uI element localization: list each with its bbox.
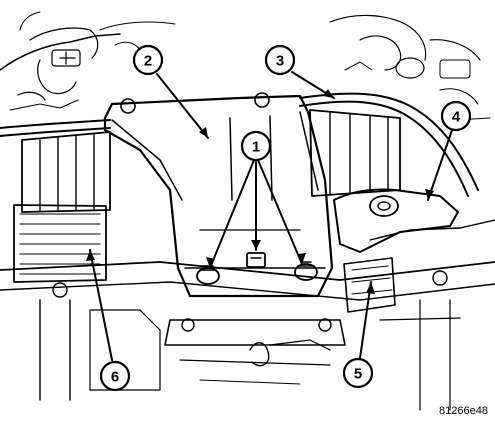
leader-line-4 [427, 129, 453, 201]
arrowhead-1b [251, 240, 261, 250]
callout-6: 6 [99, 360, 131, 392]
arrowhead-2 [199, 127, 208, 138]
arrowhead-5 [366, 282, 375, 294]
right-background-components [329, 14, 491, 121]
ribbed-tube-assembly [21, 109, 401, 213]
callout-6-label: 6 [111, 369, 119, 386]
figure-id: 81266e48 [439, 405, 488, 417]
arrowhead-1a [206, 257, 215, 268]
callout-5-label: 5 [354, 366, 362, 383]
arrowhead-6 [86, 250, 95, 261]
engine-background-components [0, 11, 176, 111]
leader-line-5 [359, 281, 372, 359]
leader-lines [86, 71, 453, 361]
leader-line-6 [89, 249, 113, 361]
callout-1-label: 1 [252, 139, 260, 156]
arrowhead-4 [425, 189, 434, 200]
mount-bolts [196, 252, 318, 285]
bolt-center [246, 252, 266, 268]
lower-bracket-and-clip [164, 318, 346, 385]
arrowhead-3 [323, 89, 334, 98]
leader-line-2 [156, 73, 209, 139]
arrowhead-1c [297, 253, 306, 264]
callout-4-label: 4 [452, 109, 461, 126]
callout-2-label: 2 [144, 53, 152, 70]
callout-3: 3 [264, 44, 296, 76]
right-mount-arm [333, 188, 495, 253]
lower-crossmember [0, 261, 495, 411]
right-crossmember [343, 257, 396, 313]
callout-4: 4 [440, 100, 472, 132]
leader-line-1a [209, 159, 255, 269]
left-frame-rail [13, 204, 107, 283]
callout-5: 5 [342, 357, 374, 389]
callout-3-label: 3 [276, 53, 284, 70]
wire-harness [0, 92, 479, 197]
leader-line-1c [257, 159, 303, 265]
callout-1: 1 [240, 130, 272, 162]
engine-mount-bracket [103, 92, 334, 298]
callout-2: 2 [132, 44, 164, 76]
